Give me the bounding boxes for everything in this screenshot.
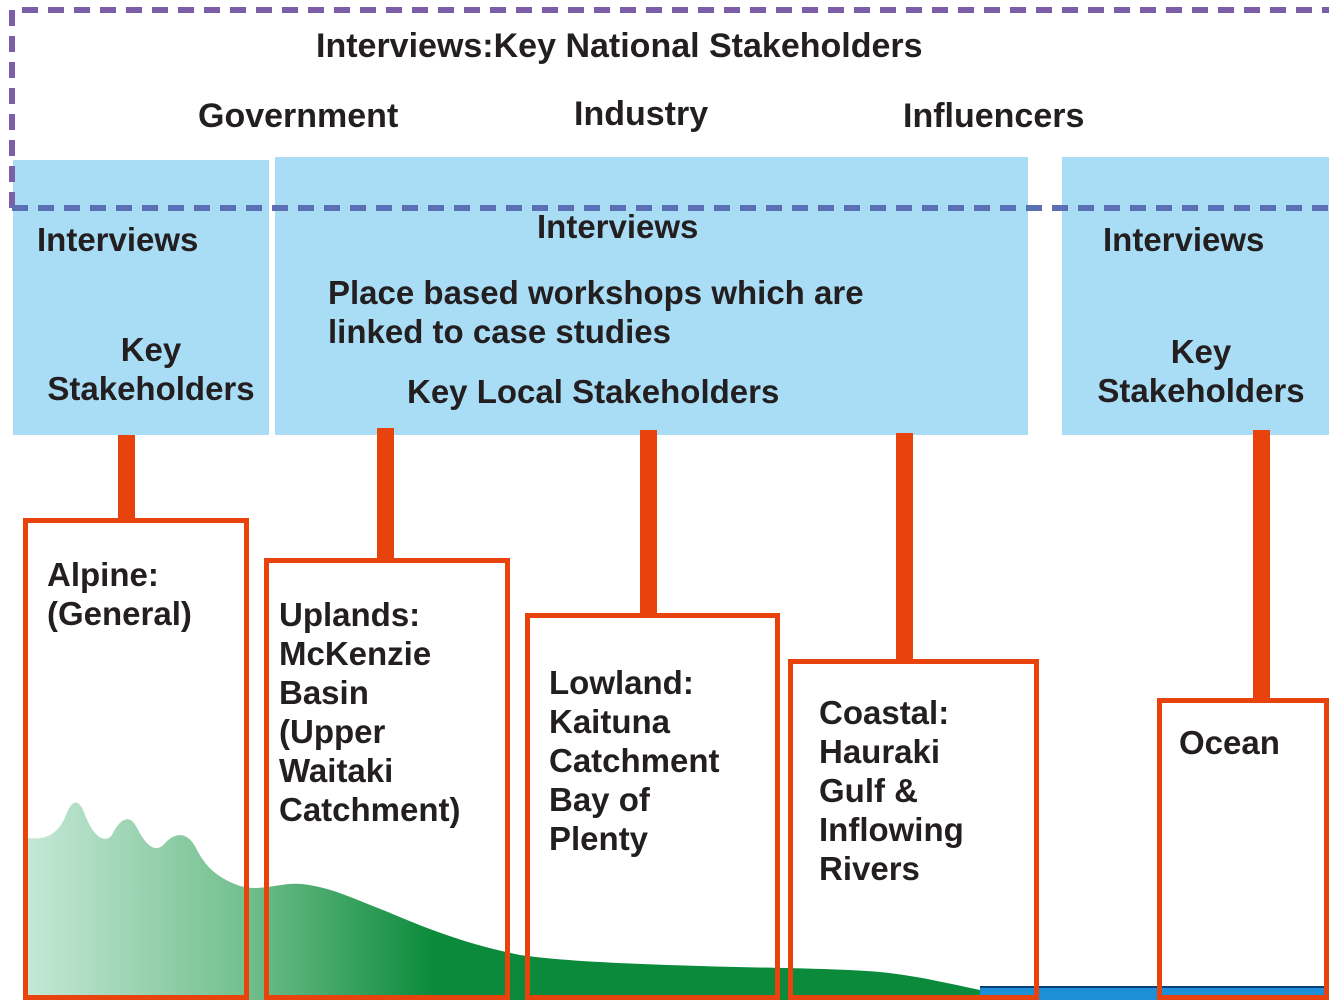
group-influencers: Influencers <box>903 97 1085 135</box>
connector-uplands <box>377 428 394 558</box>
zone-alpine <box>23 518 249 1000</box>
right-box-label: Key Stakeholders <box>1097 333 1305 409</box>
center-box-detail: Place based workshops which are linked t… <box>328 274 864 350</box>
zone-alpine-label: Alpine: (General) <box>47 556 192 632</box>
zone-ocean <box>1157 698 1329 1000</box>
connector-alpine <box>118 435 135 518</box>
zone-uplands-label: Uplands: McKenzie Basin (Upper Waitaki C… <box>279 596 461 828</box>
group-industry: Industry <box>574 95 709 133</box>
group-government: Government <box>198 97 399 135</box>
zone-ocean-label: Ocean <box>1179 724 1280 761</box>
center-box-heading: Interviews <box>537 208 699 245</box>
right-box-heading: Interviews <box>1103 221 1265 258</box>
center-box-label: Key Local Stakeholders <box>407 373 780 410</box>
connector-lowland <box>640 430 657 613</box>
zone-uplands <box>264 558 510 1000</box>
zone-coastal-label: Coastal: Hauraki Gulf & Inflowing Rivers <box>819 694 964 887</box>
zone-coastal <box>788 659 1039 1000</box>
zone-lowland <box>525 613 780 1000</box>
land-silhouette <box>28 802 1000 1000</box>
left-box-label: Key Stakeholders <box>47 331 255 407</box>
left-box-heading: Interviews <box>37 221 199 258</box>
zone-lowland-label: Lowland: Kaituna Catchment Bay of Plenty <box>549 664 720 857</box>
connector-coastal <box>896 433 913 659</box>
connector-ocean <box>1253 430 1270 698</box>
national-title: Interviews:Key National Stakeholders <box>316 27 923 65</box>
